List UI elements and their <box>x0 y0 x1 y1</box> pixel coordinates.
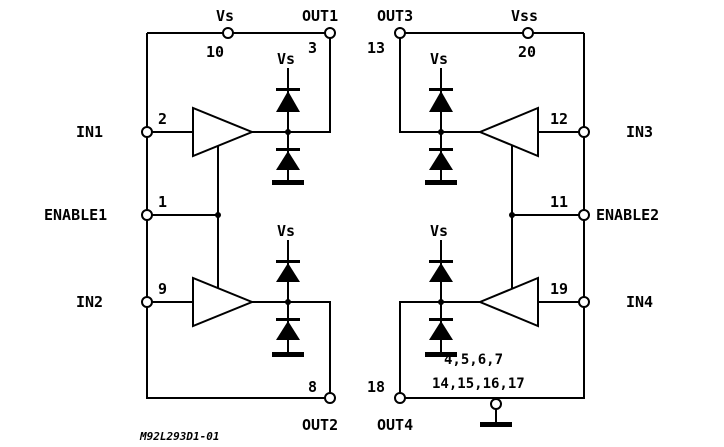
buffer-amp-4 <box>477 276 539 328</box>
enable2-label: ENABLE2 <box>596 206 659 224</box>
vs-pin-number: 10 <box>206 43 224 61</box>
out4-label: OUT4 <box>377 416 413 434</box>
in2-pin-number: 9 <box>158 280 167 298</box>
vss-pin-number: 20 <box>518 43 536 61</box>
in4-label: IN4 <box>626 293 653 311</box>
diode-vs-label-2: Vs <box>277 222 295 240</box>
enable1-pin-number: 1 <box>158 193 167 211</box>
enable2-pin-number: 11 <box>550 193 568 211</box>
pins <box>141 27 590 410</box>
ground-symbol <box>480 422 512 427</box>
pin-out1 <box>324 27 336 39</box>
enable2-junction <box>509 212 515 218</box>
clamp-diodes-3 <box>425 68 457 185</box>
buffer-amp-1 <box>192 106 255 158</box>
out4-pin-number: 18 <box>367 378 385 396</box>
wiring <box>146 32 585 422</box>
pin-enable1 <box>141 209 153 221</box>
clamp-diodes-2 <box>272 240 304 357</box>
diode-vs-label-4: Vs <box>430 222 448 240</box>
pin-ground <box>490 398 502 410</box>
pin-in4 <box>578 296 590 308</box>
drawing-code: M92L293D1-01 <box>139 430 219 443</box>
pin-out2 <box>324 392 336 404</box>
pin-enable2 <box>578 209 590 221</box>
enable1-label: ENABLE1 <box>44 206 107 224</box>
in3-pin-number: 12 <box>550 110 568 128</box>
buffer-amp-3 <box>477 106 539 158</box>
vss-label: Vss <box>511 7 538 25</box>
pin-vss <box>522 27 534 39</box>
enable1-junction <box>215 212 221 218</box>
pin-out3 <box>394 27 406 39</box>
pin-vs <box>222 27 234 39</box>
out3-label: OUT3 <box>377 7 413 25</box>
out1-label: OUT1 <box>302 7 338 25</box>
clamp-diodes-4 <box>425 240 457 357</box>
out1-pin-number: 3 <box>308 39 317 57</box>
in3-label: IN3 <box>626 123 653 141</box>
diode-vs-label-3: Vs <box>430 50 448 68</box>
in1-label: IN1 <box>76 123 103 141</box>
amplifiers <box>192 106 539 328</box>
pin-in2 <box>141 296 153 308</box>
in1-pin-number: 2 <box>158 110 167 128</box>
out2-pin-number: 8 <box>308 378 317 396</box>
pin-out4 <box>394 392 406 404</box>
out2-label: OUT2 <box>302 416 338 434</box>
pin-in1 <box>141 126 153 138</box>
ground-pins-line1: 4,5,6,7 <box>444 352 503 368</box>
in4-pin-number: 19 <box>550 280 568 298</box>
ground-pins-line2: 14,15,16,17 <box>432 376 525 392</box>
vs-label: Vs <box>216 7 234 25</box>
buffer-amp-2 <box>192 276 255 328</box>
clamp-diodes-1 <box>272 68 304 185</box>
out3-pin-number: 13 <box>367 39 385 57</box>
pin-in3 <box>578 126 590 138</box>
in2-label: IN2 <box>76 293 103 311</box>
diode-vs-label-1: Vs <box>277 50 295 68</box>
